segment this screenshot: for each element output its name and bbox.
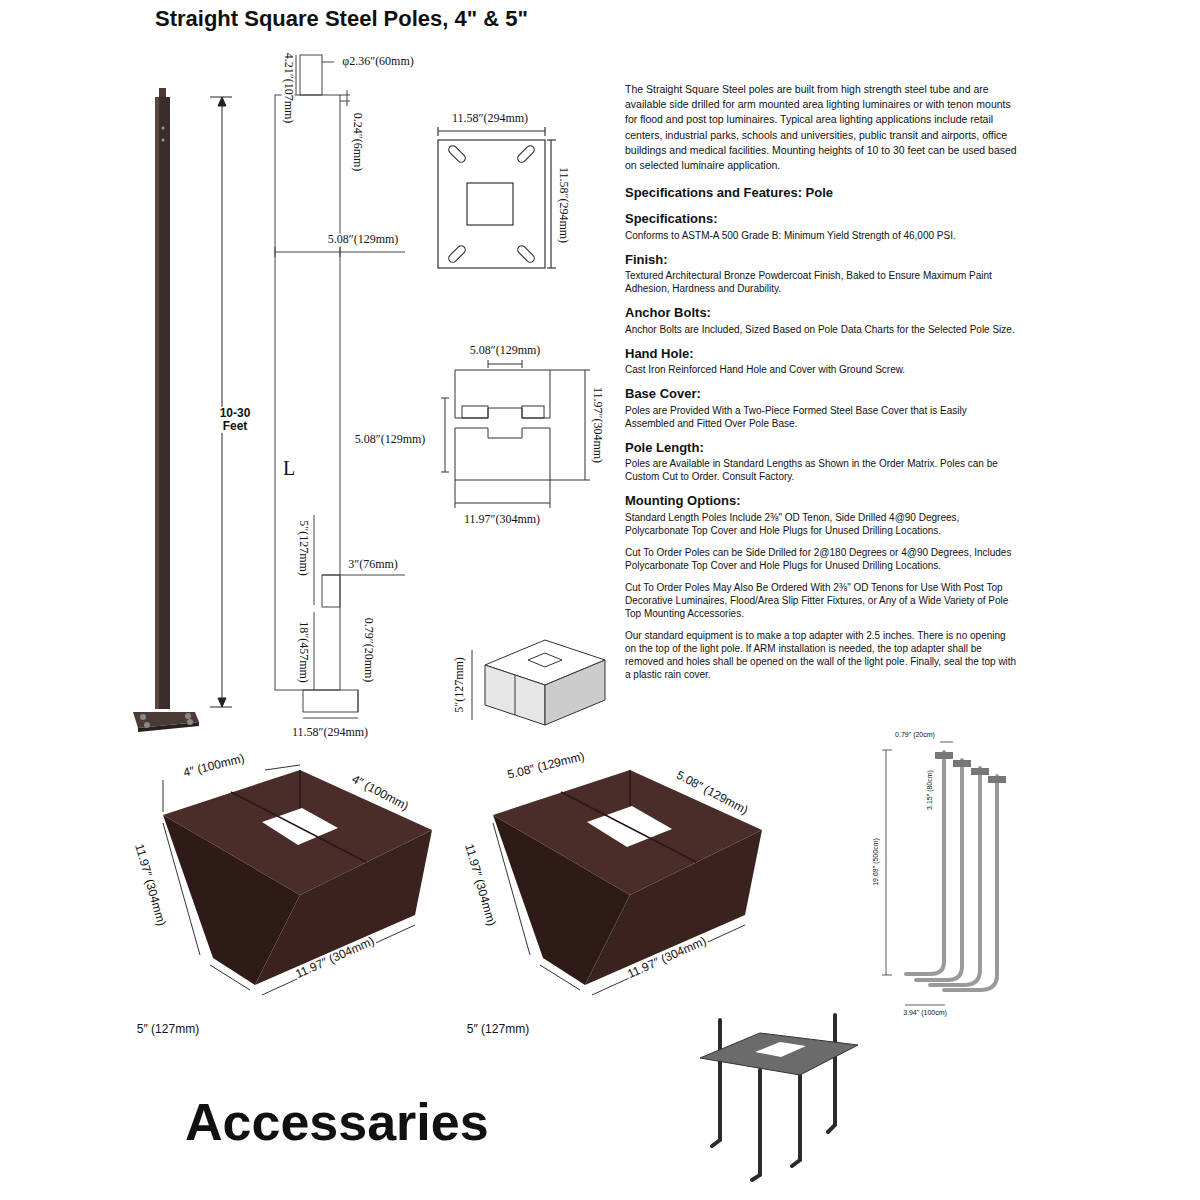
- dimension-label: 0.79″(20mm): [361, 617, 374, 684]
- dimension-label: 4″ (100mm): [181, 752, 247, 780]
- dimension-label: 18″(457mm): [296, 620, 309, 684]
- bolt-dimensions: [882, 742, 953, 1005]
- dimension-label: 11.97″(304mm): [590, 386, 603, 464]
- dimension-label: 3″(76mm): [347, 558, 399, 571]
- text-column: The Straight Square Steel poles are buil…: [625, 82, 1017, 681]
- dimension-label: 11.58″(294mm): [291, 726, 369, 739]
- dimension-label: 5.08″(129mm): [327, 233, 400, 246]
- spec-text: Cast Iron Reinforced Hand Hole and Cover…: [625, 363, 1017, 376]
- spec-text: Anchor Bolts are Included, Sized Based o…: [625, 323, 1017, 336]
- section-title: Accessaries: [185, 1092, 489, 1152]
- dimension-label: 5″(127mm): [453, 656, 466, 714]
- dimension-label: 11.58″(294mm): [556, 166, 569, 244]
- spec-heading: Specifications:: [625, 211, 1017, 227]
- spec-heading: Finish:: [625, 252, 1017, 268]
- cover-sketch: [472, 640, 605, 725]
- section-heading: Specifications and Features: Pole: [625, 185, 1017, 201]
- bolt-nuts: [935, 752, 1006, 783]
- dimension-label: 11.97″(304mm): [463, 513, 541, 526]
- length-symbol: L: [282, 457, 296, 479]
- dimension-label: 11.97″ (304mm): [132, 841, 169, 928]
- intro-text: The Straight Square Steel poles are buil…: [625, 82, 1017, 173]
- anchor-bolts: [906, 752, 997, 990]
- cover-pattern: [441, 360, 590, 508]
- spec-text: Poles are Provided With a Two-Piece Form…: [625, 404, 1017, 430]
- dimension-label: 3.15" (80cm): [926, 769, 934, 811]
- pole-photo: [133, 88, 199, 732]
- spec-text: Standard Length Poles Include 2⅜" OD Ten…: [625, 511, 1017, 537]
- dimension-label: 5″(127mm): [296, 519, 309, 577]
- spec-text: Cut To Order Poles May Also Be Ordered W…: [625, 581, 1017, 620]
- base-cover-4: [163, 765, 432, 995]
- spec-text: Poles are Available in Standard Lengths …: [625, 457, 1017, 483]
- spec-text: Cut To Order Poles can be Side Drilled f…: [625, 546, 1017, 572]
- dimension-label: 0.79" (20cm): [894, 731, 936, 739]
- spec-heading: Base Cover:: [625, 386, 1017, 402]
- dimension-label: 5.08″(129mm): [354, 433, 427, 446]
- base-plate: [438, 127, 556, 268]
- dimension-label: 19.69" (500cm): [872, 837, 880, 887]
- pole-elevation: [275, 55, 405, 718]
- spec-text: Textured Architectural Bronze Powdercoat…: [625, 269, 1017, 295]
- spec-text: Conforms to ASTM-A 500 Grade B: Minimum …: [625, 229, 1017, 242]
- dimension-label: 5″ (127mm): [466, 1023, 530, 1036]
- spec-heading: Mounting Options:: [625, 493, 1017, 509]
- page-title: Straight Square Steel Poles, 4" & 5": [155, 6, 528, 32]
- dimension-label: 5.08″ (129mm): [505, 750, 587, 782]
- dimension-label: 5.08″(129mm): [469, 344, 542, 357]
- dimension-label: 5″ (127mm): [136, 1023, 200, 1036]
- dimension-label: φ2.36″(60mm): [341, 55, 415, 68]
- spec-heading: Hand Hole:: [625, 346, 1017, 362]
- spec-heading: Pole Length:: [625, 440, 1017, 456]
- height-label: 10-30 Feet: [214, 407, 256, 433]
- anchor-cage: [700, 1015, 858, 1180]
- height-dimension: [210, 97, 232, 707]
- spec-heading: Anchor Bolts:: [625, 305, 1017, 321]
- dimension-label: 0.24″(6mm): [350, 112, 363, 173]
- dimension-label: 4.21″(107mm): [281, 52, 294, 125]
- dimension-label: 11.58″(294mm): [451, 112, 529, 125]
- spec-text: Our standard equipment is to make a top …: [625, 629, 1017, 681]
- dimension-label: 11.97″ (304mm): [462, 841, 499, 928]
- dimension-label: 3.94" (100cm): [902, 1009, 948, 1017]
